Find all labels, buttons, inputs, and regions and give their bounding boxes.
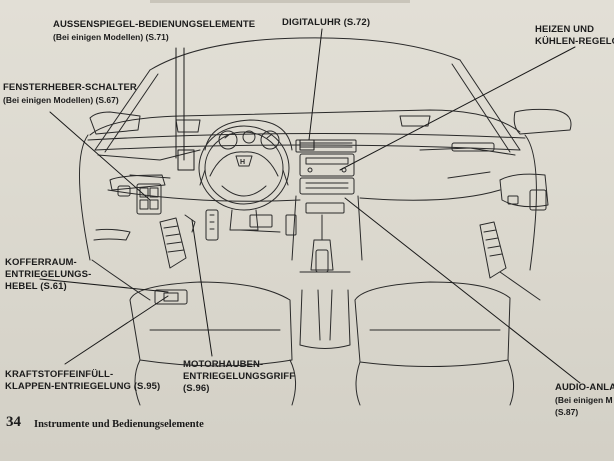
steering-wheel: H <box>198 125 290 231</box>
callout-aussenspiegel: AUSSENSPIEGEL-BEDIENUNGSELEMENTE (Bei ei… <box>53 19 255 43</box>
left-door <box>79 111 187 301</box>
svg-text:H: H <box>240 159 245 166</box>
callout-kraftstoff-line1: KRAFTSTOFFEINFÜLL- <box>5 369 114 380</box>
callout-digitaluhr: DIGITALUHR (S.72) <box>282 17 370 29</box>
right-door <box>479 108 572 301</box>
callout-digitaluhr-title: DIGITALUHR (S.72) <box>282 17 371 28</box>
callout-kofferraum-line1: KOFFERRAUM- <box>5 257 77 268</box>
page-number: 34 <box>6 414 21 430</box>
leader-lines <box>39 28 581 384</box>
callout-motorhauben-line1: MOTORHAUBEN- <box>183 359 264 370</box>
callout-fensterheber: FENSTERHEBER-SCHALTER (Bei einigen Model… <box>3 82 137 106</box>
callout-fensterheber-sub: (Bei einigen Modellen) (S.67) <box>3 95 119 105</box>
callout-kraftstoff-line2: KLAPPEN-ENTRIEGELUNG (S.95) <box>5 381 161 392</box>
callout-aussenspiegel-title: AUSSENSPIEGEL-BEDIENUNGSELEMENTE <box>53 19 256 30</box>
callout-motorhauben: MOTORHAUBEN- ENTRIEGELUNGSGRIFF (S.96) <box>183 359 295 395</box>
callout-audio-line2: (Bei einigen M <box>555 395 613 405</box>
callout-kofferraum-line2: ENTRIEGELUNGS- <box>5 269 92 280</box>
callout-heizen: HEIZEN UND KÜHLEN-REGELG <box>535 24 614 48</box>
callout-audio-line3: (S.87) <box>555 407 579 417</box>
callout-audio: AUDIO-ANLA (Bei einigen M (S.87) <box>555 382 614 418</box>
callout-aussenspiegel-sub: (Bei einigen Modellen) (S.71) <box>53 32 169 42</box>
callout-motorhauben-line2: ENTRIEGELUNGSGRIFF <box>183 371 296 382</box>
page-footer-title: Instrumente und Bedienungselemente <box>34 419 204 430</box>
callout-heizen-line2: KÜHLEN-REGELG <box>535 36 614 47</box>
callout-motorhauben-line3: (S.96) <box>183 383 210 394</box>
callout-kraftstoff: KRAFTSTOFFEINFÜLL- KLAPPEN-ENTRIEGELUNG … <box>5 369 160 393</box>
callout-audio-line1: AUDIO-ANLA <box>555 382 614 393</box>
callout-kofferraum: KOFFERRAUM- ENTRIEGELUNGS- HEBEL (S.61) <box>5 257 91 293</box>
windshield-frame <box>94 37 521 153</box>
callout-kofferraum-line3: HEBEL (S.61) <box>5 281 67 292</box>
center-console <box>291 139 363 349</box>
callout-fensterheber-title: FENSTERHEBER-SCHALTER <box>3 82 137 93</box>
seats <box>129 281 514 406</box>
pedals <box>184 209 297 241</box>
callout-heizen-line1: HEIZEN UND <box>535 24 595 35</box>
